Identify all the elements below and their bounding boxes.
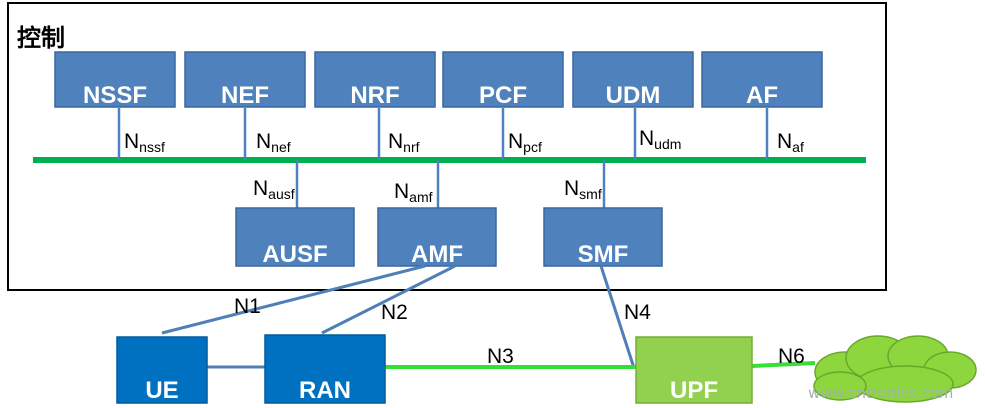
- top-nf-row: NSSF NEF NRF PCF UDM AF: [54, 51, 823, 109]
- af-node: AF: [701, 51, 823, 109]
- nef-node: NEF: [184, 51, 306, 109]
- amf-label: AMF: [411, 241, 463, 268]
- nsmf-interface: Nsmf: [564, 177, 602, 202]
- ue-label: UE: [145, 377, 178, 404]
- naf-interface: Naf: [777, 130, 804, 155]
- nudm-interface: Nudm: [639, 127, 681, 152]
- n2-label: N2: [381, 301, 408, 324]
- data-network-cloud: [813, 335, 977, 403]
- n2-link: [321, 264, 456, 335]
- watermark: www.cntronics.com: [808, 384, 953, 402]
- ue-node: UE: [116, 336, 208, 404]
- udm-node: UDM: [572, 51, 694, 109]
- pcf-node: PCF: [442, 51, 564, 109]
- nnrf-interface: Nnrf: [388, 130, 420, 155]
- bottom-interface-labels: Nausf Namf Nsmf: [253, 177, 602, 205]
- signalling-links: [161, 264, 636, 369]
- nef-label: NEF: [221, 82, 269, 109]
- amf-node: AMF: [377, 207, 497, 268]
- ran-label: RAN: [299, 377, 351, 404]
- n1-label: N1: [234, 295, 261, 318]
- smf-node: SMF: [543, 207, 663, 268]
- n1-link: [161, 264, 426, 335]
- namf-interface: Namf: [394, 180, 433, 205]
- n4-link: [599, 265, 636, 369]
- ran-node: RAN: [264, 334, 386, 404]
- ausf-label: AUSF: [262, 241, 327, 268]
- n6-label: N6: [778, 345, 805, 368]
- n3-label: N3: [487, 345, 514, 368]
- nausf-interface: Nausf: [253, 177, 295, 202]
- top-connectors: [117, 108, 769, 160]
- nrf-node: NRF: [314, 51, 436, 109]
- nnef-interface: Nnef: [256, 130, 291, 155]
- nssf-node: NSSF: [54, 51, 176, 109]
- smf-label: SMF: [578, 241, 629, 268]
- upf-label: UPF: [670, 377, 718, 404]
- n4-label: N4: [624, 301, 651, 324]
- bottom-connectors: [295, 160, 606, 208]
- nnssf-interface: Nnssf: [124, 130, 165, 155]
- n6-link: [751, 361, 816, 368]
- pcf-label: PCF: [479, 82, 527, 109]
- top-interface-labels: Nnssf Nnef Nnrf Npcf Nudm Naf: [124, 127, 804, 155]
- npcf-interface: Npcf: [508, 130, 542, 155]
- upf-node: UPF: [635, 336, 753, 404]
- nrf-label: NRF: [350, 82, 399, 109]
- af-label: AF: [746, 82, 778, 109]
- control-plane-title: 控制: [17, 24, 65, 52]
- udm-label: UDM: [606, 82, 661, 109]
- nssf-label: NSSF: [83, 82, 147, 109]
- bottom-nf-row: AUSF AMF SMF: [235, 207, 663, 268]
- ausf-node: AUSF: [235, 207, 355, 268]
